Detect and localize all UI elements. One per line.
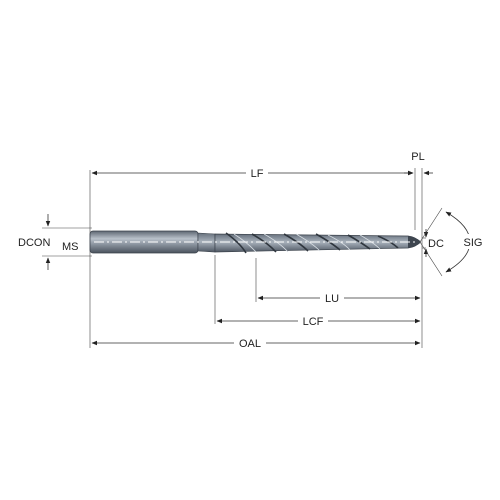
- lf-label: LF: [251, 168, 264, 180]
- extension-lines: [42, 168, 426, 348]
- sig-label: SIG: [464, 237, 483, 249]
- pl-label: PL: [411, 151, 424, 163]
- drill-flute-body: [214, 233, 421, 253]
- lu-dimension: LU: [257, 291, 421, 305]
- pl-dimension: PL: [404, 151, 433, 176]
- oal-dimension: OAL: [91, 336, 421, 350]
- dcon-label: DCON: [18, 237, 50, 249]
- drill-tool: [89, 230, 421, 254]
- lcf-dimension: LCF: [216, 314, 421, 328]
- ms-label: MS: [62, 241, 79, 253]
- lf-dimension: LF: [91, 166, 414, 180]
- oal-label: OAL: [239, 338, 261, 350]
- lcf-label: LCF: [303, 316, 324, 328]
- drill-neck: [197, 232, 216, 253]
- dc-label: DC: [428, 238, 444, 250]
- lu-label: LU: [325, 293, 339, 305]
- sig-dimension: SIG: [419, 207, 488, 277]
- dc-dimension: DC: [423, 229, 444, 257]
- dcon-dimension: DCON MS: [18, 214, 79, 270]
